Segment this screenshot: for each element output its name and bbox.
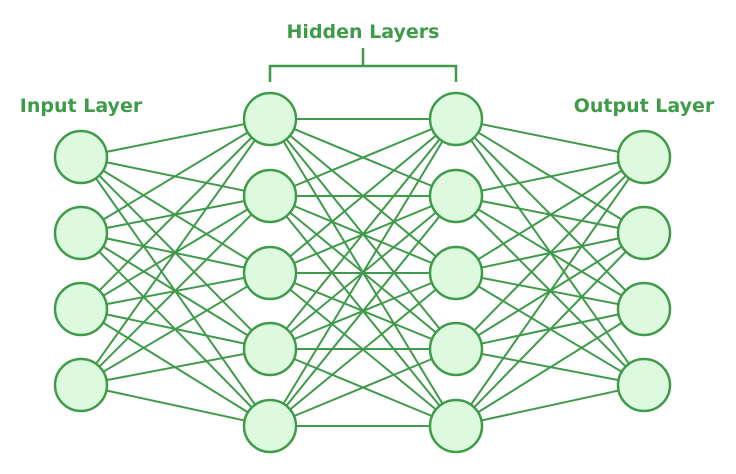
- input-neuron-3: [53, 281, 109, 337]
- connection-hidden-2-5-to-output-2: [455, 232, 645, 427]
- hidden-2-neuron-3: [428, 245, 484, 301]
- connection-hidden-1-5-to-hidden-2-3: [269, 272, 457, 427]
- connection-hidden-2-5-to-output-4: [455, 384, 645, 427]
- hidden-2-neuron-5: [428, 398, 484, 454]
- connection-input-4-to-hidden-1-1: [80, 118, 271, 386]
- hidden-1-neuron-1: [242, 91, 298, 147]
- connection-hidden-1-5-to-hidden-2-4: [269, 348, 457, 427]
- connection-input-3-to-hidden-1-1: [80, 118, 271, 310]
- hidden-1-neuron-4: [242, 321, 298, 377]
- hidden-1-neuron-3: [242, 245, 298, 301]
- connection-hidden-1-4-to-hidden-2-1: [269, 118, 457, 350]
- connections-group: [80, 118, 645, 427]
- input-neuron-1: [53, 129, 109, 185]
- connection-hidden-1-2-to-hidden-2-1: [269, 118, 457, 197]
- connection-hidden-2-5-to-output-3: [455, 308, 645, 427]
- hidden-layers-label: Hidden Layers: [287, 21, 440, 43]
- output-neuron-4: [616, 357, 672, 413]
- neurons-group: [53, 91, 672, 454]
- connection-hidden-2-5-to-output-1: [455, 156, 645, 427]
- connection-hidden-2-3-to-output-1: [455, 156, 645, 274]
- connection-input-4-to-hidden-1-2: [80, 195, 271, 386]
- connection-input-2-to-hidden-1-1: [80, 118, 271, 234]
- hidden-2-neuron-1: [428, 91, 484, 147]
- connection-hidden-1-3-to-hidden-2-1: [269, 118, 457, 274]
- output-neuron-2: [616, 205, 672, 261]
- hidden-2-neuron-2: [428, 168, 484, 224]
- connection-input-4-to-hidden-1-4: [80, 348, 271, 386]
- connection-input-1-to-hidden-1-1: [80, 118, 271, 158]
- connection-hidden-1-5-to-hidden-2-1: [269, 118, 457, 427]
- connection-hidden-2-1-to-output-1: [455, 118, 645, 158]
- hidden-2-neuron-4: [428, 321, 484, 377]
- connection-hidden-2-2-to-output-1: [455, 156, 645, 197]
- output-layer-label: Output Layer: [574, 95, 715, 117]
- input-neuron-2: [53, 205, 109, 261]
- output-neuron-1: [616, 129, 672, 185]
- connection-hidden-2-4-to-output-1: [455, 156, 645, 350]
- hidden-1-neuron-2: [242, 168, 298, 224]
- hidden-1-neuron-5: [242, 398, 298, 454]
- input-layer-label: Input Layer: [20, 95, 143, 117]
- connection-input-4-to-hidden-1-3: [80, 272, 271, 386]
- hidden-layers-bracket: [268, 48, 458, 82]
- output-neuron-3: [616, 281, 672, 337]
- input-neuron-4: [53, 357, 109, 413]
- connection-input-4-to-hidden-1-5: [80, 384, 271, 427]
- connection-hidden-1-5-to-hidden-2-2: [269, 195, 457, 427]
